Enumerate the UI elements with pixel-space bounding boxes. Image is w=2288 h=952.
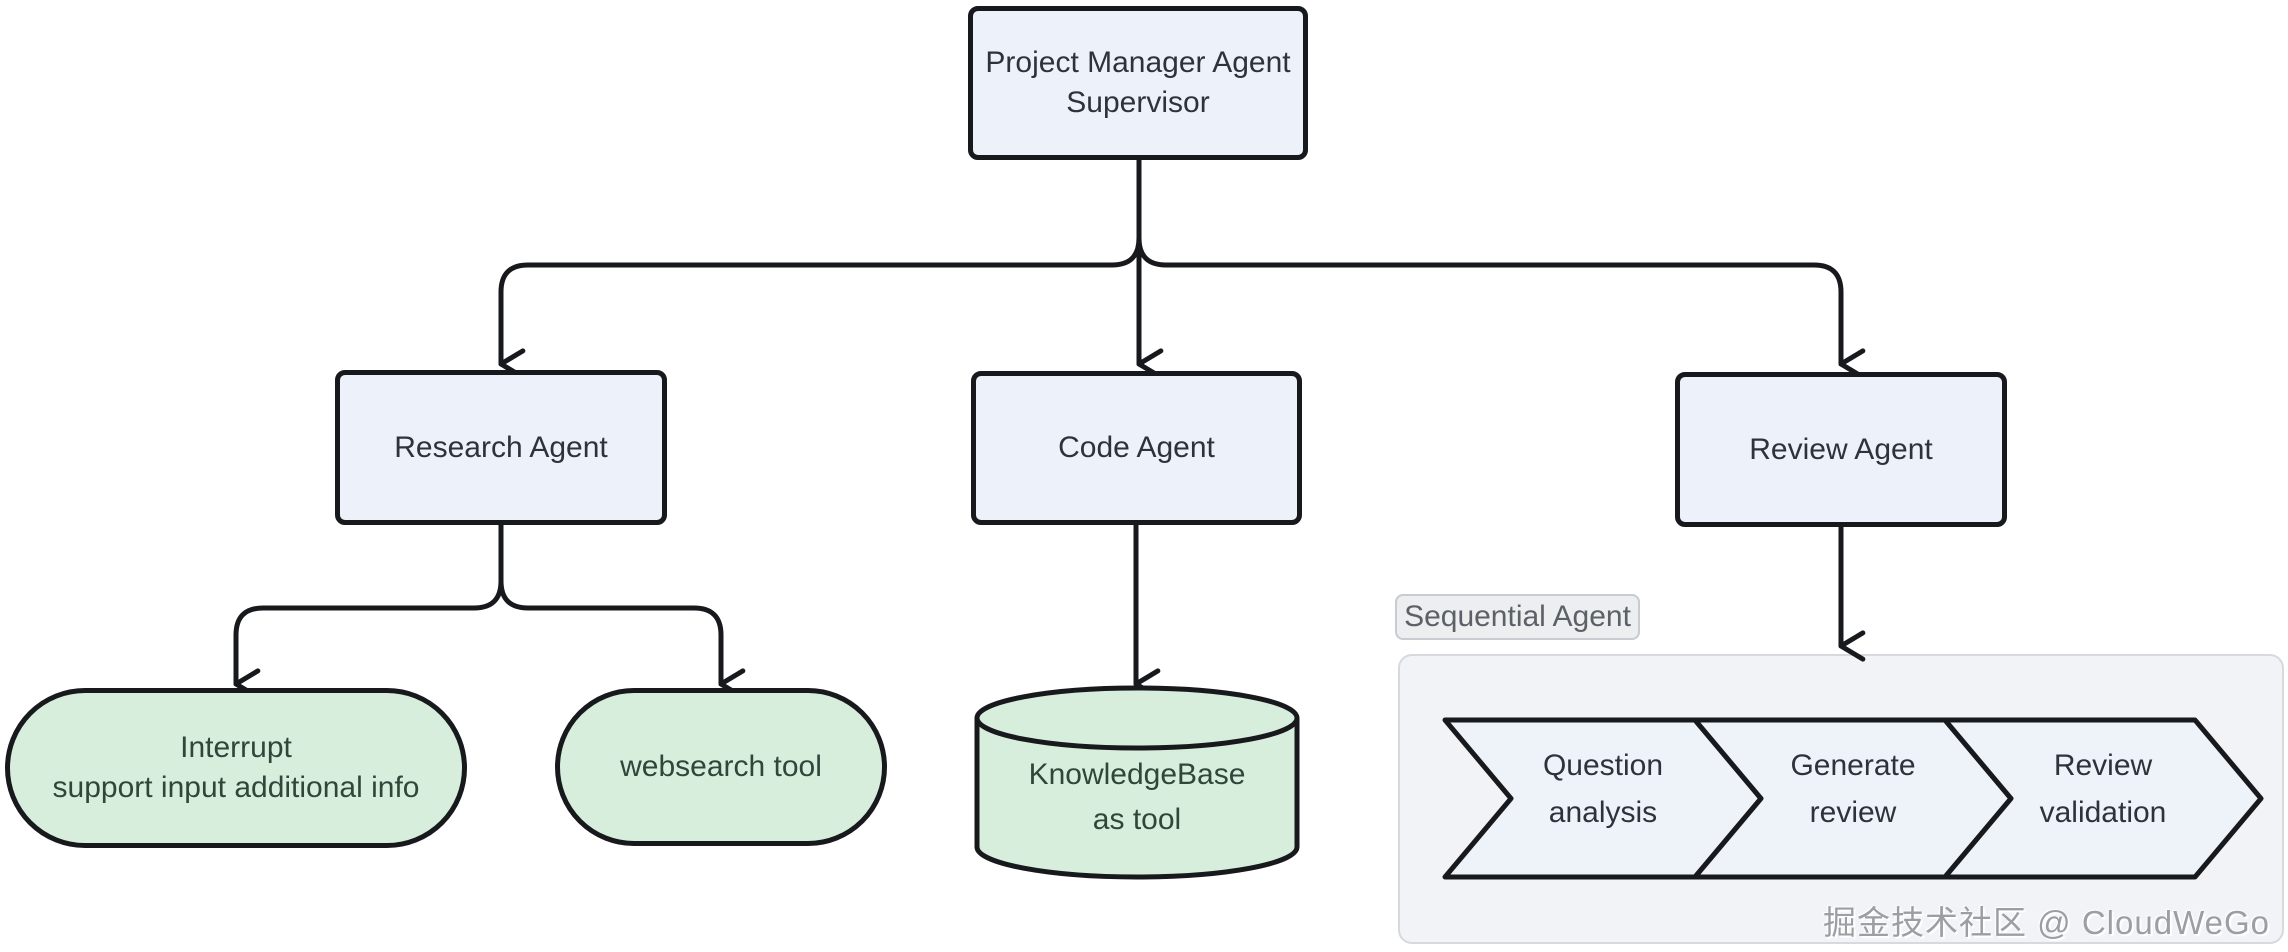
node-label-line: Supervisor bbox=[1066, 86, 1210, 119]
chevron-review-validation bbox=[1942, 717, 2264, 880]
step-question-analysis-label: Question analysis bbox=[1445, 742, 1761, 836]
step-label-line: Generate bbox=[1790, 749, 1916, 782]
node-interrupt-tool: Interrupt support input additional info bbox=[5, 688, 467, 848]
node-research-agent: Research Agent bbox=[335, 370, 667, 525]
sequential-agent-badge: Sequential Agent bbox=[1395, 594, 1640, 640]
badge-label: Sequential Agent bbox=[1404, 600, 1631, 633]
node-websearch-tool: websearch tool bbox=[555, 688, 887, 846]
node-label: Review Agent bbox=[1749, 432, 1933, 466]
step-label-line: Review bbox=[2053, 749, 2153, 782]
node-label: websearch tool bbox=[620, 750, 822, 783]
node-label-line: as tool bbox=[1092, 803, 1182, 836]
node-label-line: Project Manager Agent bbox=[985, 46, 1291, 79]
node-label: Research Agent bbox=[394, 430, 608, 464]
watermark-text: 掘金技术社区 @ CloudWeGo bbox=[1823, 904, 2270, 941]
node-review-agent: Review Agent bbox=[1675, 372, 2007, 527]
edge-research-websearch bbox=[498, 578, 746, 700]
node-code-agent: Code Agent bbox=[971, 371, 1302, 525]
node-label-line: support input additional info bbox=[52, 771, 420, 804]
node-knowledgebase-label: KnowledgeBase as tool bbox=[977, 752, 1297, 842]
edge-supervisor-review bbox=[1136, 235, 1866, 380]
node-project-manager-supervisor: Project Manager Agent Supervisor bbox=[968, 6, 1308, 160]
step-label-line: analysis bbox=[1548, 796, 1658, 829]
node-label-line: Interrupt bbox=[180, 731, 292, 764]
step-generate-review-label: Generate review bbox=[1695, 742, 2011, 836]
edge-supervisor-research bbox=[498, 235, 1142, 380]
step-label-line: Question bbox=[1542, 749, 1664, 782]
step-label-line: validation bbox=[2039, 796, 2167, 829]
edge-research-interrupt bbox=[233, 522, 504, 700]
step-label-line: review bbox=[1809, 796, 1897, 829]
node-label: Code Agent bbox=[1058, 431, 1215, 464]
knowledgebase-cylinder bbox=[974, 685, 1300, 880]
node-label-line: KnowledgeBase bbox=[1028, 758, 1246, 791]
sequential-step-chevrons bbox=[1442, 717, 2264, 880]
edges bbox=[233, 157, 1866, 700]
step-review-validation-label: Review validation bbox=[1945, 742, 2261, 836]
